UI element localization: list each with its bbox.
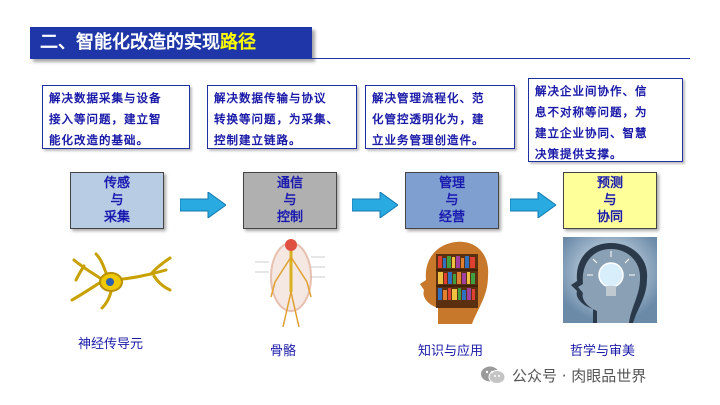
wechat-icon bbox=[481, 366, 506, 384]
right-arrow-icon bbox=[352, 192, 398, 218]
caption-knowledge: 知识与应用 bbox=[418, 344, 484, 359]
lightbulb-head-icon bbox=[563, 237, 657, 323]
skeleton-icon bbox=[255, 239, 325, 328]
stage-line: 采集 bbox=[103, 210, 130, 225]
watermark: 公众号 · 肉眼品世界 bbox=[480, 362, 646, 388]
description-line: 解决数据传输与协议 bbox=[214, 91, 327, 105]
watermark-text: 公众号 · 肉眼品世界 bbox=[512, 366, 647, 385]
description-line: 息不对称等问题，为 bbox=[535, 105, 648, 119]
caption-neuron: 神经传导元 bbox=[78, 337, 144, 352]
stage-line: 管理 bbox=[438, 176, 465, 191]
description-line: 建立企业协同、智慧 bbox=[535, 126, 648, 140]
description-line: 化管控透明化为，建 bbox=[372, 112, 485, 126]
description-line: 转换等问题，为采集、 bbox=[214, 112, 339, 126]
stage-line: 与 bbox=[445, 193, 459, 208]
title-divider bbox=[312, 58, 690, 59]
description-line: 立业务管理创造件。 bbox=[372, 133, 485, 147]
description-line: 决策提供支撑。 bbox=[535, 147, 623, 161]
stage-line: 与 bbox=[603, 193, 617, 208]
stage-line: 与 bbox=[283, 193, 297, 208]
description-box-sensing: 解决数据采集与设备 接入等问题，建立智 能化改造的基础。 bbox=[42, 85, 190, 149]
bookshelf-head-icon bbox=[420, 241, 489, 324]
page-title-highlight: 路径 bbox=[220, 32, 256, 53]
stage-line: 预测 bbox=[596, 176, 623, 191]
description-line: 能化改造的基础。 bbox=[49, 133, 149, 147]
description-box-management: 解决管理流程化、范 化管控透明化为，建 立业务管理创造件。 bbox=[365, 85, 515, 149]
stage-sensing: 传感 与 采集 bbox=[70, 172, 164, 229]
description-line: 接入等问题，建立智 bbox=[49, 112, 162, 126]
stage-line: 与 bbox=[110, 193, 124, 208]
stage-line: 控制 bbox=[276, 210, 303, 225]
stage-line: 传感 bbox=[103, 176, 130, 191]
description-line: 解决数据采集与设备 bbox=[49, 91, 162, 105]
page-title-main: 二、智能化改造的实现 bbox=[40, 32, 220, 53]
right-arrow-icon bbox=[510, 192, 556, 218]
description-box-communication: 解决数据传输与协议 转换等问题，为采集、 控制建立链路。 bbox=[207, 85, 357, 149]
stage-communication: 通信 与 控制 bbox=[243, 172, 337, 229]
page-title: 二、智能化改造的实现路径 bbox=[30, 27, 312, 59]
stage-line: 通信 bbox=[276, 176, 303, 191]
description-line: 控制建立链路。 bbox=[214, 133, 302, 147]
stage-line: 协同 bbox=[596, 210, 623, 225]
caption-skeleton: 骨骼 bbox=[270, 344, 297, 359]
caption-philosophy: 哲学与审美 bbox=[570, 344, 636, 359]
description-line: 解决管理流程化、范 bbox=[372, 91, 485, 105]
right-arrow-icon bbox=[180, 192, 226, 218]
stage-line: 经营 bbox=[438, 210, 465, 225]
neuron-icon bbox=[70, 252, 172, 310]
stage-management: 管理 与 经营 bbox=[405, 172, 499, 229]
description-line: 解决企业间协作、信 bbox=[535, 84, 648, 98]
stage-prediction: 预测 与 协同 bbox=[563, 172, 657, 229]
description-box-prediction: 解决企业间协作、信 息不对称等问题，为 建立企业协同、智慧 决策提供支撑。 bbox=[528, 78, 683, 162]
